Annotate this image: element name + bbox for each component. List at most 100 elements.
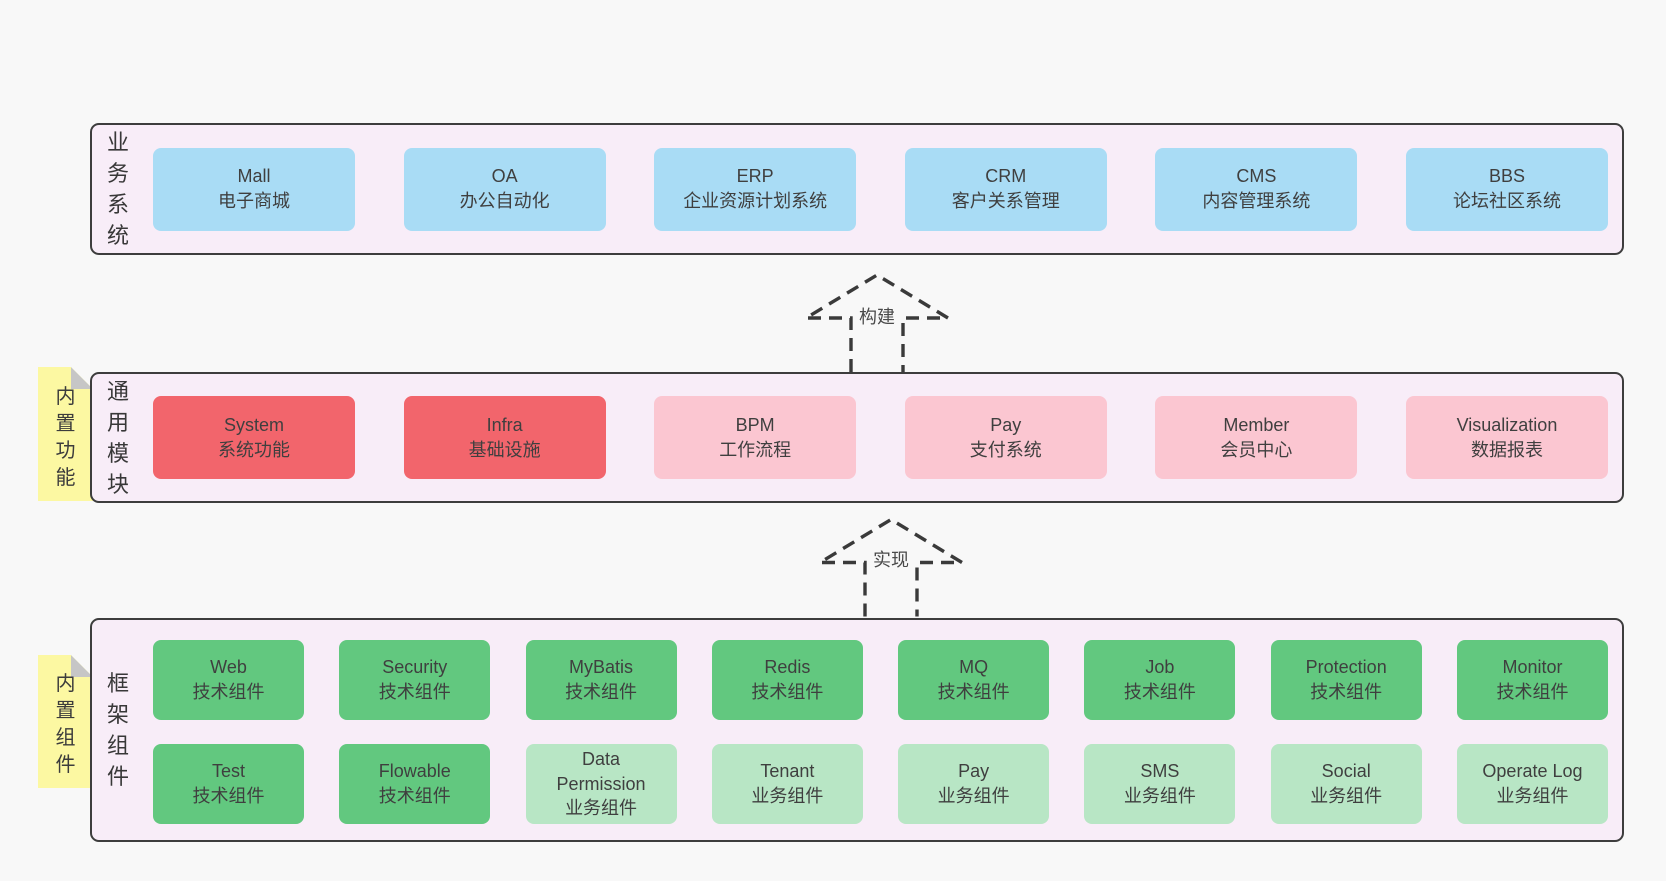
framework-row-1: Web 技术组件 Security 技术组件 MyBatis 技术组件 Redi… bbox=[153, 640, 1608, 720]
box-subtitle: 技术组件 bbox=[937, 682, 1010, 702]
arrow-build: 构建 bbox=[802, 272, 952, 372]
box-subtitle: 电子商城 bbox=[218, 191, 290, 211]
panel-label-common-modules: 通用模块 bbox=[106, 378, 129, 497]
box-data-permission: Data Permission 业务组件 bbox=[525, 744, 677, 824]
business-systems-panel: 业务系统 Mall 电子商城 OA 办公自动化 ERP 企业资源计划系统 CRM… bbox=[90, 123, 1624, 255]
box-subtitle: 数据报表 bbox=[1470, 439, 1543, 460]
box-subtitle: 支付系统 bbox=[969, 439, 1042, 460]
up-arrow-icon bbox=[816, 517, 966, 617]
box-subtitle: 业务组件 bbox=[937, 786, 1010, 806]
box-mall: Mall 电子商城 bbox=[153, 147, 355, 231]
framework-row-2: Test 技术组件 Flowable 技术组件 Data Permission … bbox=[153, 744, 1608, 824]
panel-label-framework-components: 框架组件 bbox=[106, 671, 129, 789]
box-title: OA bbox=[491, 166, 518, 187]
box-title: Pay bbox=[958, 761, 990, 782]
box-title: Web bbox=[210, 657, 247, 678]
box-subtitle: 基础设施 bbox=[468, 439, 541, 460]
box-title: Member bbox=[1223, 414, 1290, 435]
box-title: Tenant bbox=[760, 761, 815, 782]
common-modules-row: System 系统功能 Infra 基础设施 BPM 工作流程 Pay 支付系统… bbox=[153, 374, 1608, 501]
box-title: MQ bbox=[959, 657, 989, 678]
box-system: System 系统功能 bbox=[153, 396, 355, 479]
box-title: ERP bbox=[736, 166, 774, 187]
box-flowable: Flowable 技术组件 bbox=[339, 744, 491, 824]
box-erp: ERP 企业资源计划系统 bbox=[654, 147, 857, 231]
box-subtitle: 办公自动化 bbox=[459, 191, 550, 211]
box-subtitle: 技术组件 bbox=[751, 682, 824, 702]
box-title: CRM bbox=[985, 166, 1027, 187]
box-subtitle: 企业资源计划系统 bbox=[683, 191, 828, 211]
box-title: Visualization bbox=[1456, 414, 1558, 435]
box-mq: MQ 技术组件 bbox=[898, 640, 1050, 720]
box-pay-module: Pay 支付系统 bbox=[904, 396, 1107, 479]
box-title: BPM bbox=[735, 414, 775, 435]
box-subtitle: 内容管理系统 bbox=[1202, 191, 1311, 211]
box-subtitle: 业务组件 bbox=[565, 798, 638, 819]
arrow-label: 构建 bbox=[856, 301, 898, 331]
box-subtitle: 客户关系管理 bbox=[951, 191, 1060, 211]
sticky-note-label: 内置组件 bbox=[55, 673, 76, 777]
box-mybatis: MyBatis 技术组件 bbox=[525, 640, 677, 720]
box-title: Job bbox=[1145, 657, 1175, 678]
box-title: Data Permission bbox=[556, 748, 646, 794]
box-title: System bbox=[223, 414, 284, 435]
framework-components-rows: Web 技术组件 Security 技术组件 MyBatis 技术组件 Redi… bbox=[153, 640, 1608, 824]
box-test: Test 技术组件 bbox=[153, 744, 304, 824]
box-title: Pay bbox=[990, 414, 1022, 435]
box-subtitle: 系统功能 bbox=[218, 439, 290, 460]
box-title: MyBatis bbox=[569, 657, 634, 678]
box-visualization: Visualization 数据报表 bbox=[1405, 396, 1608, 479]
box-subtitle: 业务组件 bbox=[1310, 786, 1383, 806]
panel-label-business-systems: 业务系统 bbox=[106, 130, 129, 248]
box-oa: OA 办公自动化 bbox=[403, 147, 606, 231]
box-protection: Protection 技术组件 bbox=[1270, 640, 1422, 720]
box-sms: SMS 业务组件 bbox=[1084, 744, 1236, 824]
box-bbs: BBS 论坛社区系统 bbox=[1405, 147, 1608, 231]
box-redis: Redis 技术组件 bbox=[711, 640, 863, 720]
arrow-label: 实现 bbox=[870, 544, 912, 574]
box-operate-log: Operate Log 业务组件 bbox=[1456, 744, 1608, 824]
box-title: Mall bbox=[237, 166, 271, 187]
box-monitor: Monitor 技术组件 bbox=[1456, 640, 1608, 720]
arrow-implement: 实现 bbox=[816, 515, 966, 618]
box-title: Infra bbox=[486, 414, 523, 435]
box-security: Security 技术组件 bbox=[339, 640, 491, 720]
box-subtitle: 会员中心 bbox=[1220, 439, 1293, 460]
box-subtitle: 技术组件 bbox=[192, 682, 265, 702]
box-title: Protection bbox=[1305, 657, 1387, 678]
box-title: Flowable bbox=[378, 761, 451, 782]
box-title: Security bbox=[382, 657, 448, 678]
box-tenant: Tenant 业务组件 bbox=[711, 744, 863, 824]
box-web: Web 技术组件 bbox=[153, 640, 304, 720]
framework-components-panel: 框架组件 Web 技术组件 Security 技术组件 MyBatis 技术组件… bbox=[90, 618, 1624, 842]
box-subtitle: 技术组件 bbox=[378, 682, 451, 702]
sticky-note-label: 内置功能 bbox=[55, 386, 76, 490]
box-subtitle: 技术组件 bbox=[1310, 682, 1383, 702]
box-cms: CMS 内容管理系统 bbox=[1155, 147, 1358, 231]
box-title: SMS bbox=[1140, 761, 1180, 782]
box-subtitle: 论坛社区系统 bbox=[1452, 191, 1561, 211]
box-title: Redis bbox=[764, 657, 811, 678]
box-pay-component: Pay 业务组件 bbox=[898, 744, 1050, 824]
sticky-note-built-in-components: 内置组件 bbox=[38, 655, 93, 788]
box-title: Test bbox=[211, 761, 245, 782]
box-subtitle: 技术组件 bbox=[192, 786, 265, 806]
box-title: CMS bbox=[1236, 166, 1277, 187]
box-subtitle: 业务组件 bbox=[1123, 786, 1196, 806]
box-job: Job 技术组件 bbox=[1084, 640, 1236, 720]
box-subtitle: 技术组件 bbox=[378, 786, 451, 806]
box-infra: Infra 基础设施 bbox=[403, 396, 606, 479]
business-systems-row: Mall 电子商城 OA 办公自动化 ERP 企业资源计划系统 CRM 客户关系… bbox=[153, 125, 1608, 253]
box-member: Member 会员中心 bbox=[1155, 396, 1358, 479]
box-subtitle: 技术组件 bbox=[1123, 682, 1196, 702]
common-modules-panel: 通用模块 System 系统功能 Infra 基础设施 BPM 工作流程 Pay… bbox=[90, 372, 1624, 503]
box-crm: CRM 客户关系管理 bbox=[904, 147, 1107, 231]
box-subtitle: 技术组件 bbox=[565, 682, 638, 702]
box-title: Monitor bbox=[1502, 657, 1563, 678]
box-title: Operate Log bbox=[1482, 761, 1583, 782]
up-arrow-icon bbox=[802, 273, 952, 372]
box-title: Social bbox=[1321, 761, 1371, 782]
box-social: Social 业务组件 bbox=[1270, 744, 1422, 824]
box-subtitle: 工作流程 bbox=[719, 439, 792, 460]
